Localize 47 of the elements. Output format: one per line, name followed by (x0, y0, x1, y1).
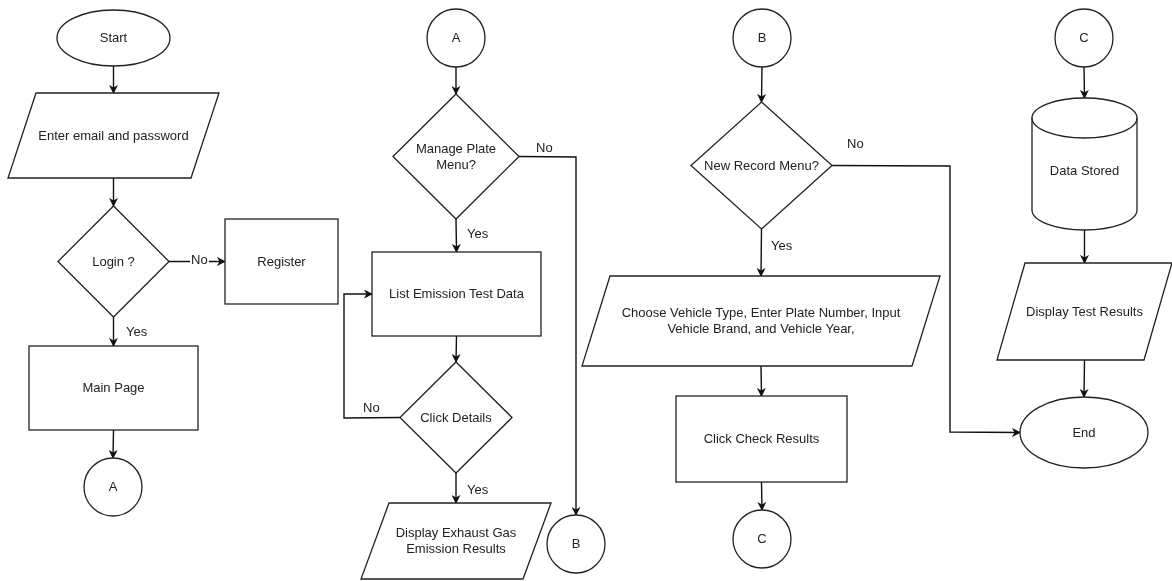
input-output-parallelogram: Display Test Results (997, 263, 1172, 360)
process-box: Register (225, 219, 338, 304)
arrow (518, 155, 581, 516)
edge-label: No (535, 140, 554, 155)
arrow (109, 177, 118, 207)
arrow (757, 481, 767, 511)
arrow (109, 65, 118, 94)
connector-circle: B (547, 515, 605, 573)
edge-label: No (846, 136, 865, 151)
process-box: Main Page (29, 346, 198, 430)
decision-diamond: Login ? (58, 206, 169, 317)
arrow (1079, 359, 1089, 398)
arrow (756, 365, 766, 397)
edge-label: Yes (125, 324, 149, 339)
edge-label: No (190, 252, 209, 267)
arrow (451, 66, 461, 95)
arrow (451, 335, 461, 363)
arrow (756, 228, 766, 277)
process-box: Click Check Results (676, 396, 847, 482)
arrow (757, 66, 767, 103)
decision-diamond: Click Details (400, 362, 512, 473)
edge-label: Yes (770, 238, 794, 253)
arrow (1080, 229, 1089, 264)
connector-circle: A (427, 9, 485, 67)
database-cylinder: Data Stored (1032, 98, 1137, 230)
terminator-ellipse: End (1020, 397, 1148, 468)
edge-label: Yes (466, 482, 490, 497)
input-output-parallelogram: Choose Vehicle Type, Enter Plate Number, Input Vehicle Brand, and Vehicle Year, (582, 276, 940, 366)
arrow (109, 316, 118, 347)
connector-circle: C (733, 510, 791, 568)
input-output-parallelogram: Display Exhaust Gas Emission Results (361, 503, 551, 579)
arrow (451, 472, 461, 504)
arrow (831, 164, 1021, 437)
edge-label: Yes (466, 226, 490, 241)
edge-label: No (362, 400, 381, 415)
arrow (1079, 66, 1089, 99)
connector-circle: B (733, 9, 791, 67)
terminator-ellipse: Start (57, 10, 170, 66)
decision-diamond: Manage Plate Menu? (393, 94, 519, 219)
arrow (451, 218, 461, 253)
decision-diamond: New Record Menu? (691, 102, 832, 229)
connector-circle: A (84, 458, 142, 516)
input-output-parallelogram: Enter email and password (8, 93, 219, 178)
arrow (108, 429, 118, 459)
arrow (343, 289, 401, 419)
process-box: List Emission Test Data (372, 252, 541, 336)
connector-circle: C (1055, 9, 1113, 67)
